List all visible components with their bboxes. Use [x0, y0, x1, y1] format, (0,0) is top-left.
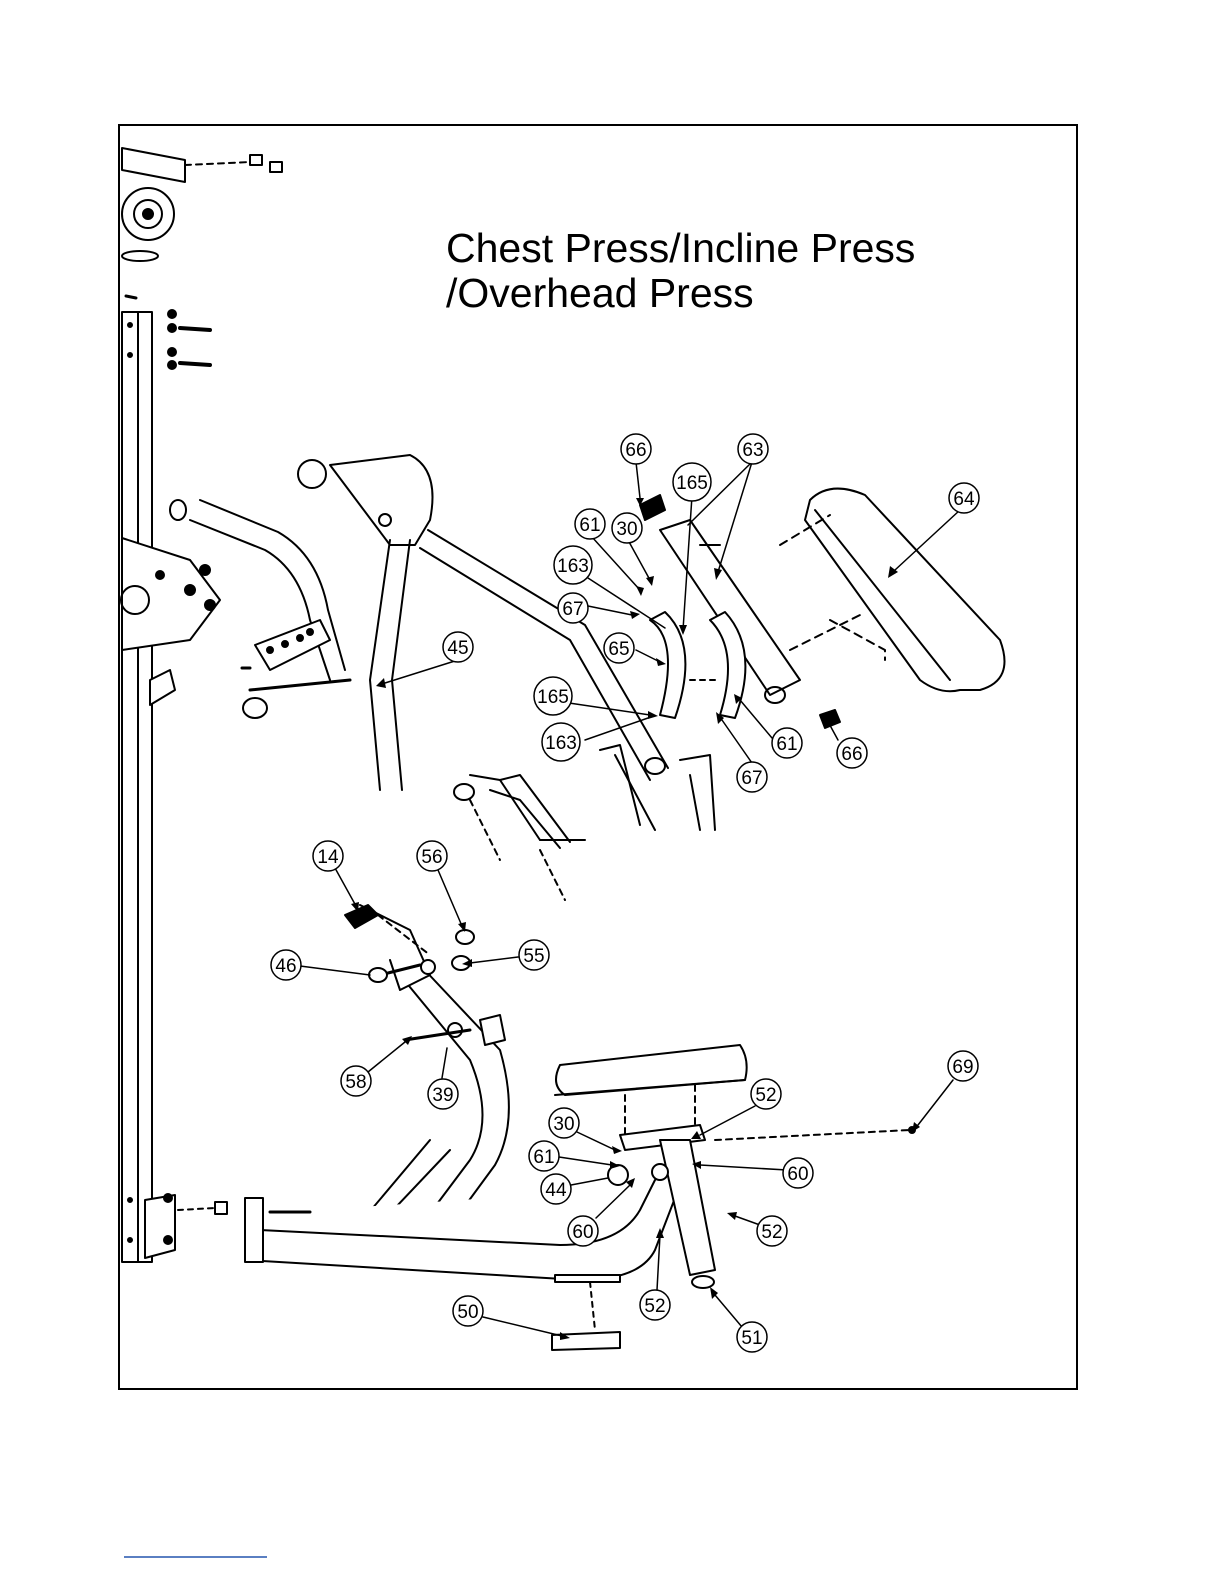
- callout-60: 60: [783, 1158, 813, 1188]
- callout-39: 39: [428, 1079, 458, 1109]
- callout-label: 61: [579, 515, 600, 536]
- callout-44: 44: [541, 1174, 571, 1204]
- callout-label: 66: [841, 744, 862, 765]
- callout-label: 67: [741, 768, 762, 789]
- callout-61: 61: [529, 1141, 559, 1171]
- callout-label: 30: [616, 519, 637, 540]
- callout-66: 66: [837, 738, 867, 768]
- callout-label: 55: [523, 946, 544, 967]
- callout-56: 56: [417, 841, 447, 871]
- main-upright: [122, 312, 152, 1262]
- callout-165: 165: [534, 677, 572, 715]
- callout-67: 67: [737, 762, 767, 792]
- callout-label: 39: [432, 1085, 453, 1106]
- upright-bolts: [168, 310, 210, 369]
- callout-45: 45: [443, 632, 473, 662]
- callout-30: 30: [549, 1108, 579, 1138]
- callout-163: 163: [542, 723, 580, 761]
- callout-label: 45: [447, 638, 468, 659]
- callout-50: 50: [453, 1296, 483, 1326]
- callout-label: 52: [644, 1296, 665, 1317]
- callout-65: 65: [604, 633, 634, 663]
- callout-58: 58: [341, 1066, 371, 1096]
- callout-69: 69: [948, 1051, 978, 1081]
- callout-label: 60: [572, 1222, 593, 1243]
- callout-label: 60: [787, 1164, 808, 1185]
- seat-support-frame: [350, 905, 509, 1245]
- callout-label: 69: [952, 1057, 973, 1078]
- callout-label: 52: [755, 1085, 776, 1106]
- press-arm: [190, 455, 668, 800]
- callout-label: 66: [625, 440, 646, 461]
- callout-30: 30: [612, 513, 642, 543]
- callout-label: 61: [533, 1147, 554, 1168]
- backrest-pad: [780, 489, 1005, 692]
- callout-61: 61: [772, 728, 802, 758]
- callout-label: 61: [776, 734, 797, 755]
- callout-label: 50: [457, 1302, 478, 1323]
- callout-label: 165: [676, 473, 708, 494]
- callout-64: 64: [949, 483, 979, 513]
- callout-label: 44: [545, 1180, 567, 1201]
- callout-label: 46: [275, 956, 296, 977]
- callout-52: 52: [640, 1290, 670, 1320]
- callout-label: 163: [557, 556, 589, 577]
- callout-52: 52: [751, 1079, 781, 1109]
- callout-label: 163: [545, 733, 577, 754]
- callout-60: 60: [568, 1216, 598, 1246]
- lower-upright-bracket: [145, 1194, 227, 1258]
- callout-label: 64: [953, 489, 975, 510]
- callout-165: 165: [673, 463, 711, 501]
- callout-label: 52: [761, 1222, 782, 1243]
- callout-67: 67: [558, 593, 588, 623]
- top-pulley-assembly: [122, 148, 282, 298]
- footer-rule: [124, 1556, 267, 1558]
- callout-label: 165: [537, 687, 569, 708]
- callout-label: 67: [562, 599, 583, 620]
- callout-label: 56: [421, 847, 442, 868]
- callout-14: 14: [313, 841, 343, 871]
- press-handles: [470, 745, 715, 900]
- callout-label: 63: [742, 440, 763, 461]
- callout-label: 14: [317, 847, 339, 868]
- callout-label: 65: [608, 639, 629, 660]
- callout-label: 30: [553, 1114, 574, 1135]
- callout-55: 55: [519, 940, 549, 970]
- callout-163: 163: [554, 546, 592, 584]
- callout-label: 51: [741, 1328, 762, 1349]
- callout-label: 58: [345, 1072, 366, 1093]
- callout-61: 61: [575, 509, 605, 539]
- callout-63: 63: [738, 434, 768, 464]
- callout-46: 46: [271, 950, 301, 980]
- adjust-plate: [242, 620, 350, 718]
- callout-51: 51: [737, 1322, 767, 1352]
- callout-52: 52: [757, 1216, 787, 1246]
- callout-66: 66: [621, 434, 651, 464]
